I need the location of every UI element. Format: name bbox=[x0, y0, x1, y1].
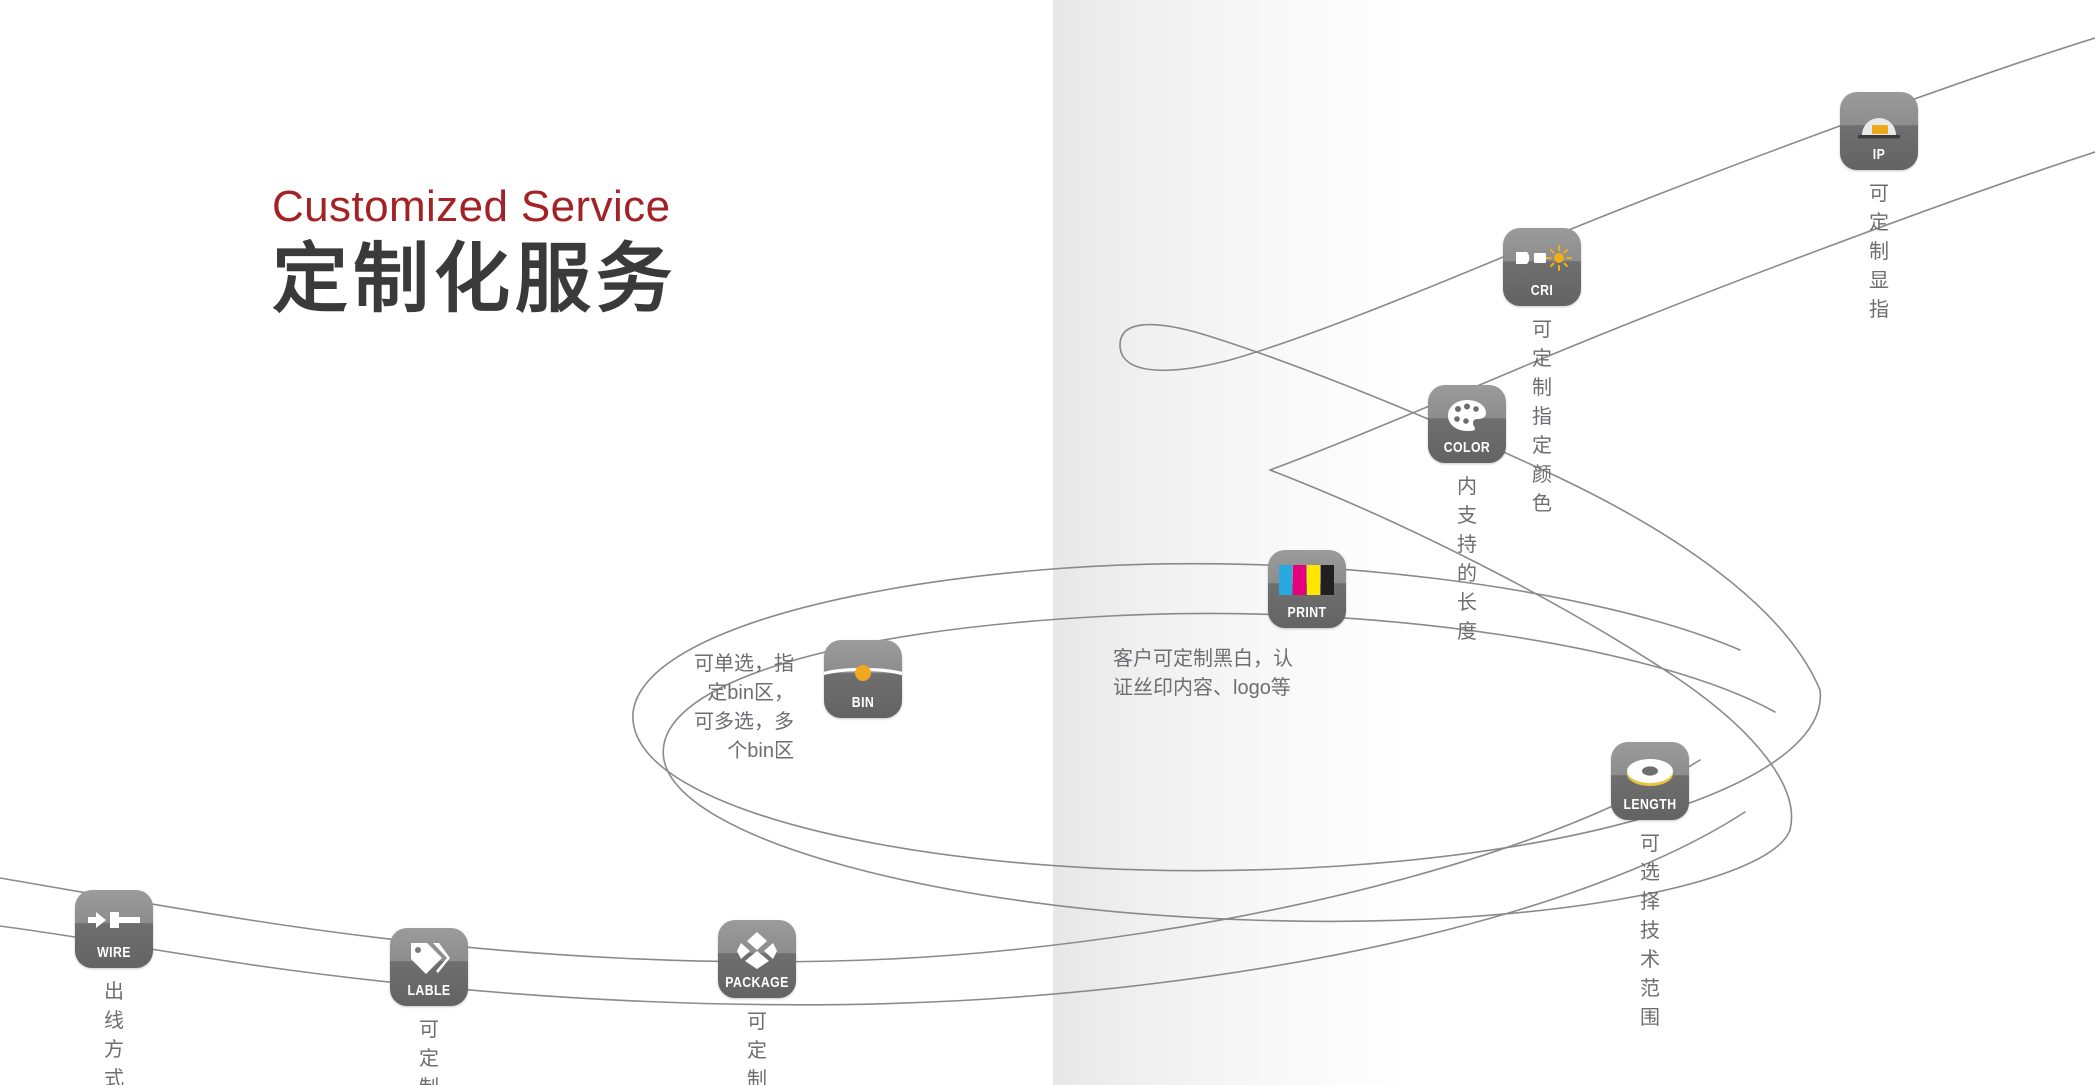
palette-icon bbox=[1428, 393, 1506, 437]
title-chinese: 定制化服务 bbox=[272, 237, 677, 322]
print-icon-tile[interactable]: PRINT bbox=[1268, 550, 1346, 628]
reel-disc-icon bbox=[1611, 750, 1689, 794]
package-icon-tile[interactable]: PACKAGE bbox=[718, 920, 796, 998]
ip-icon-tile[interactable]: IP bbox=[1840, 92, 1918, 170]
package-caption: 可定制特殊包装方式 bbox=[747, 1011, 767, 1085]
color-tile-label: COLOR bbox=[1443, 439, 1491, 456]
price-tag-icon bbox=[390, 936, 468, 980]
node-color[interactable]: COLOR 内支持的长度 bbox=[1428, 385, 1506, 643]
bin-tile-label: BIN bbox=[851, 694, 875, 711]
wire-tile-label: WIRE bbox=[97, 944, 131, 961]
open-box-icon bbox=[718, 928, 796, 972]
length-tile-label: LENGTH bbox=[1623, 796, 1677, 813]
node-length[interactable]: LENGTH 可选择技术范围 bbox=[1611, 742, 1689, 1029]
node-ip[interactable]: IP 可定制显指 bbox=[1840, 92, 1918, 321]
cri-caption: 可定制指定颜色 bbox=[1532, 319, 1552, 515]
lable-icon-tile[interactable]: LABLE bbox=[390, 928, 468, 1006]
cri-tile-label: CRI bbox=[1530, 282, 1554, 299]
lable-caption: 可定制标签 bbox=[419, 1019, 439, 1085]
cmyk-bars-icon bbox=[1268, 558, 1346, 602]
node-lable[interactable]: LABLE 可定制标签 bbox=[390, 928, 468, 1085]
ip-caption: 可定制显指 bbox=[1869, 183, 1889, 321]
package-tile-label: PACKAGE bbox=[725, 974, 789, 991]
page-title: Customized Service 定制化服务 bbox=[272, 182, 677, 323]
cri-icon-tile[interactable]: CRI bbox=[1503, 228, 1581, 306]
print-caption: 客户可定制黑白，认 证丝印内容、logo等 bbox=[1113, 648, 1293, 699]
led-dome-icon bbox=[1840, 100, 1918, 144]
bin-caption: 可单选，指定bin区， 可多选，多个bin区 bbox=[694, 653, 794, 762]
node-package[interactable]: PACKAGE 可定制特殊包装方式 bbox=[718, 920, 796, 1085]
node-wire[interactable]: WIRE 出线方式可选 bbox=[75, 890, 153, 1085]
title-english: Customized Service bbox=[272, 182, 671, 231]
node-cri[interactable]: CRI 可定制指定颜色 bbox=[1503, 228, 1581, 515]
node-bin[interactable]: BIN 可单选，指定bin区， 可多选，多个bin区 bbox=[694, 640, 902, 762]
lable-tile-label: LABLE bbox=[407, 982, 451, 999]
node-print[interactable]: PRINT 客户可定制黑白，认 证丝印内容、logo等 bbox=[1113, 550, 1346, 699]
color-icon-tile[interactable]: COLOR bbox=[1428, 385, 1506, 463]
wire-icon-tile[interactable]: WIRE bbox=[75, 890, 153, 968]
print-tile-label: PRINT bbox=[1287, 604, 1327, 621]
wire-connector-icon bbox=[75, 898, 153, 942]
wire-caption: 出线方式可选 bbox=[104, 981, 124, 1085]
ip-tile-label: IP bbox=[1872, 146, 1886, 163]
bin-dot-icon bbox=[824, 665, 902, 681]
bulb-sun-icon bbox=[1503, 236, 1581, 280]
bin-icon-tile[interactable]: BIN bbox=[824, 640, 902, 718]
color-caption: 内支持的长度 bbox=[1457, 476, 1477, 643]
length-caption: 可选择技术范围 bbox=[1640, 833, 1660, 1029]
length-icon-tile[interactable]: LENGTH bbox=[1611, 742, 1689, 820]
